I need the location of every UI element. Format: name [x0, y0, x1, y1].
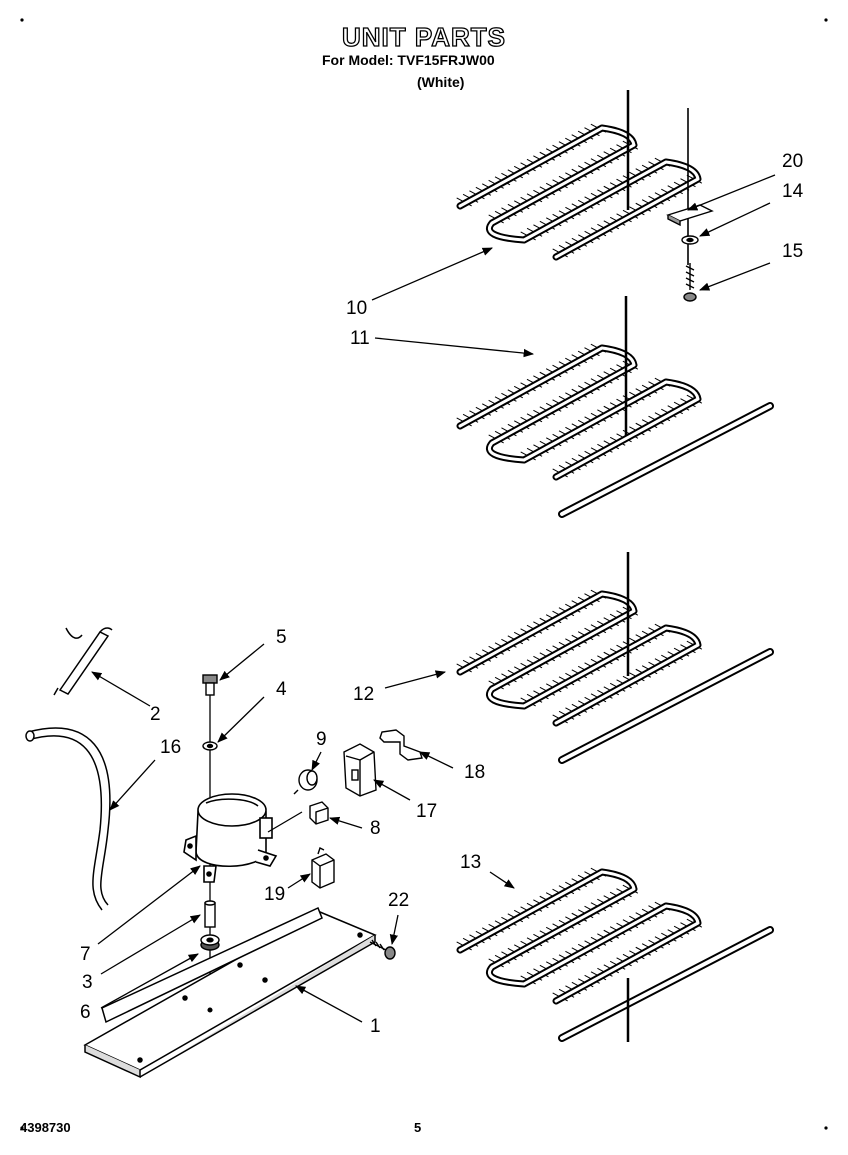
page-title: UNIT PARTS	[341, 21, 507, 52]
evaporator-coil-10	[456, 90, 703, 265]
callout-6: 6	[80, 1002, 91, 1023]
callout-1: 1	[370, 1016, 381, 1037]
clip-18	[379, 729, 423, 761]
callout-20: 20	[782, 151, 803, 172]
callout-17: 17	[416, 801, 437, 822]
callout-5: 5	[276, 627, 287, 648]
bolt-5	[202, 674, 218, 696]
model-label: For Model: TVF15FRJW00	[322, 52, 495, 68]
callout-3: 3	[82, 972, 93, 993]
callout-18: 18	[464, 762, 485, 783]
callout-22: 22	[388, 890, 409, 911]
washer-4	[202, 741, 218, 751]
screw-15	[683, 263, 697, 302]
overload-9	[293, 769, 318, 795]
callout-10: 10	[346, 298, 367, 319]
corner-marks	[20, 18, 828, 1130]
evaporator-coil-13	[456, 867, 774, 1042]
callout-13: 13	[460, 852, 481, 873]
washer-14	[681, 235, 699, 245]
callout-12: 12	[353, 684, 374, 705]
callout-numbers: 20 14 15 10 11 5 4 2 16 12 9 18 17 8 19 …	[80, 151, 804, 1037]
grommet-6	[200, 934, 220, 951]
callout-16: 16	[160, 737, 181, 758]
callout-19: 19	[264, 884, 285, 905]
callout-9: 9	[316, 729, 327, 750]
capacitor-19	[311, 847, 335, 889]
evaporator-coil-11	[456, 296, 774, 518]
callout-11: 11	[350, 328, 370, 349]
callout-2: 2	[150, 704, 161, 725]
base-plate-1	[83, 906, 377, 1079]
document-number: 4398730	[20, 1120, 71, 1135]
compressor-7	[183, 793, 278, 883]
callout-14: 14	[782, 181, 804, 202]
page-number: 5	[414, 1120, 422, 1135]
tube-16	[25, 727, 111, 911]
callout-8: 8	[370, 818, 381, 839]
evaporator-coil-12	[456, 552, 774, 764]
bracket-20	[666, 204, 714, 227]
callout-15: 15	[782, 241, 803, 262]
leader-lines	[91, 174, 776, 1023]
color-label: (White)	[417, 74, 465, 90]
screw-22	[369, 939, 396, 960]
spacer-3	[204, 900, 216, 928]
relay-cover-17	[343, 743, 377, 797]
relay-8	[309, 801, 329, 825]
callout-4: 4	[276, 679, 287, 700]
drain-tube-2	[53, 627, 113, 696]
callout-7: 7	[80, 944, 91, 965]
